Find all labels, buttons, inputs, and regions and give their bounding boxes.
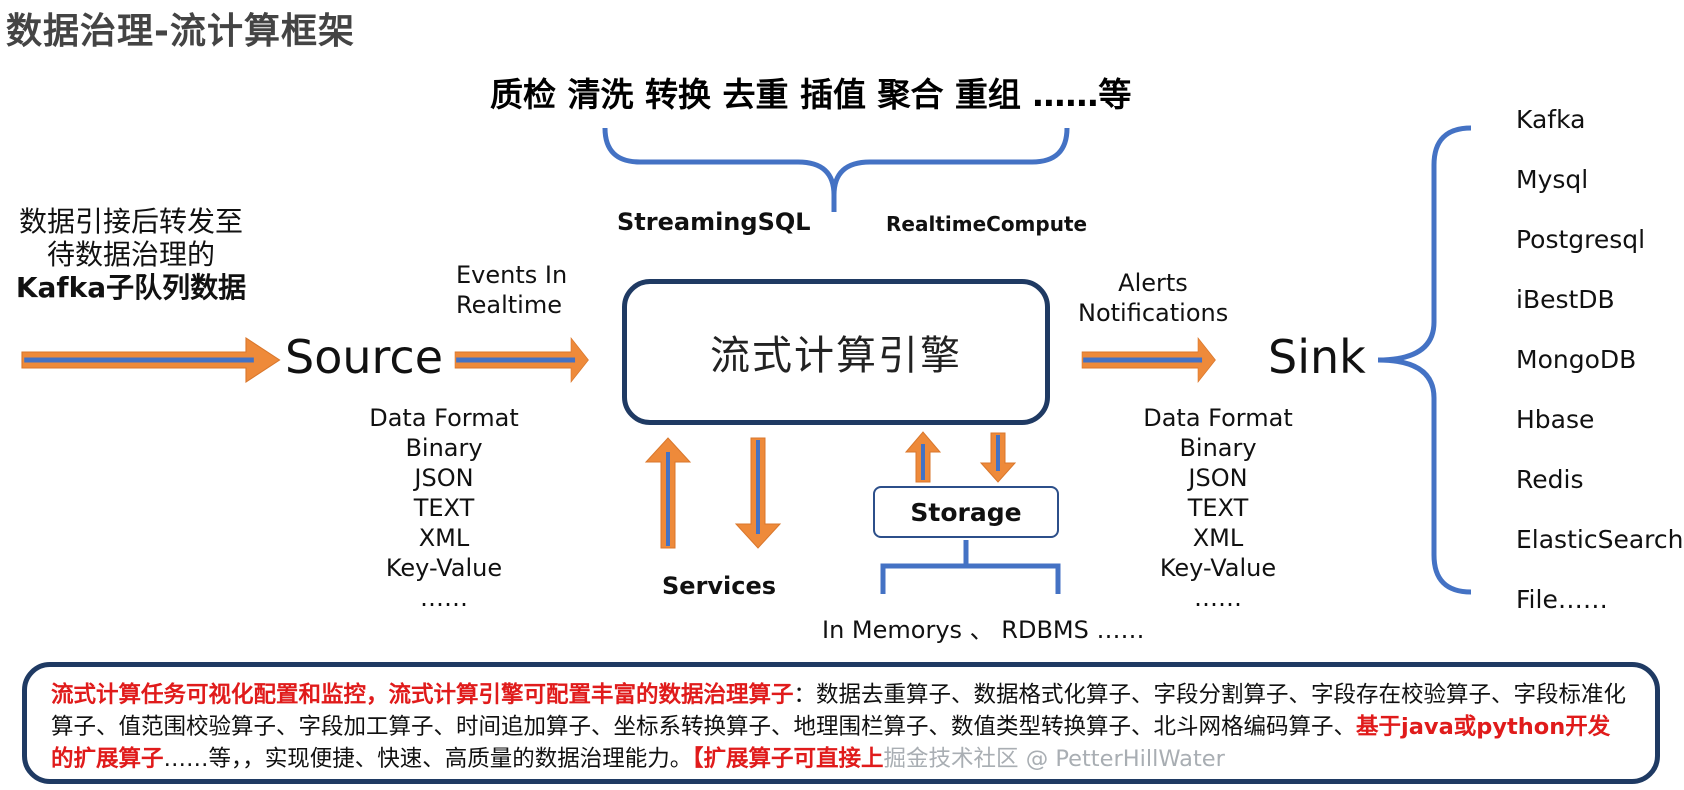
data-format-left-item: Binary	[405, 434, 483, 462]
ingest-arrow	[21, 337, 281, 383]
storage-down-arrow	[979, 432, 1017, 483]
alerts-line-1: Alerts	[1118, 269, 1188, 297]
data-format-right: Data Format Binary JSON TEXT XML Key-Val…	[1108, 403, 1328, 613]
sink-target-item: MongoDB	[1516, 345, 1637, 374]
sink-target-item: ElasticSearch	[1516, 525, 1684, 554]
data-format-left-item: Data Format	[369, 404, 519, 432]
streaming-engine-box: 流式计算引擎	[622, 279, 1050, 425]
data-format-right-item: Binary	[1179, 434, 1257, 462]
data-format-left-item: TEXT	[413, 494, 475, 522]
data-format-right-item: XML	[1192, 524, 1244, 552]
storage-label: Storage	[910, 497, 1022, 527]
source-label: Source	[285, 330, 443, 384]
page-title: 数据治理-流计算框架	[6, 11, 355, 52]
sink-target-item: Redis	[1516, 465, 1584, 494]
ingest-line-2: 待数据治理的	[46, 238, 215, 271]
sinks-bracket	[1377, 125, 1472, 595]
ingest-line-1: 数据引接后转发至	[18, 205, 243, 238]
storage-box: Storage	[873, 486, 1059, 538]
streaming-sql-label: StreamingSQL	[617, 208, 811, 236]
description-highlight-1: 流式计算任务可视化配置和监控，流式计算引擎可配置丰富的数据治理算子	[51, 682, 794, 708]
services-label: Services	[662, 572, 777, 600]
data-format-left-item: ……	[420, 584, 468, 612]
data-format-right-item: Data Format	[1143, 404, 1293, 432]
storage-bracket	[880, 540, 1061, 594]
events-in-label: Events In Realtime	[456, 260, 567, 320]
data-format-left-item: JSON	[414, 464, 474, 492]
alerts-line-2: Notifications	[1078, 299, 1229, 327]
services-up-arrow	[644, 437, 692, 549]
engine-to-sink-arrow	[1081, 337, 1216, 383]
storage-up-arrow	[904, 431, 942, 483]
data-format-left: Data Format Binary JSON TEXT XML Key-Val…	[334, 403, 554, 613]
description-text-2: ……等，，实现便捷、快速、高质量的数据治理能力。	[163, 746, 693, 772]
sink-target-item: Kafka	[1516, 105, 1586, 134]
sink-target-item: iBestDB	[1516, 285, 1615, 314]
data-format-right-item: JSON	[1188, 464, 1248, 492]
data-format-left-item: XML	[418, 524, 470, 552]
sink-target-item: Postgresql	[1516, 225, 1646, 254]
sink-target-item: File……	[1516, 585, 1608, 614]
data-format-right-item: Key-Value	[1159, 554, 1277, 582]
sink-target-item: Hbase	[1516, 405, 1595, 434]
ingest-description: 数据引接后转发至 待数据治理的 Kafka子队列数据	[0, 205, 262, 304]
operations-list: 质检 清洗 转换 去重 插值 聚合 重组 ……等	[490, 75, 1132, 114]
data-format-right-item: ……	[1194, 584, 1242, 612]
description-text-1: ：数据去重算子、数据格式化算子、字段分割算子、字段存在校验算子、字段标准化算子、…	[51, 682, 1627, 740]
alerts-label: Alerts Notifications	[1078, 268, 1228, 328]
data-format-left-item: Key-Value	[385, 554, 503, 582]
watermark: 掘金技术社区 @ PetterHillWater	[883, 746, 1225, 772]
sink-targets-list: Kafka Mysql Postgresql iBestDB MongoDB H…	[1516, 105, 1683, 645]
description-highlight-2: 基于java或python开发的扩展算子	[51, 714, 1611, 772]
description-highlight-3: 【扩展算子可直接上	[692, 746, 884, 772]
ops-bracket	[602, 127, 1070, 212]
sink-target-item: Mysql	[1516, 165, 1589, 194]
events-in-line-1: Events In	[456, 261, 568, 289]
streaming-engine-label: 流式计算引擎	[710, 333, 962, 379]
source-to-engine-arrow	[454, 337, 589, 383]
storage-types: In Memorys 、 RDBMS ……	[822, 616, 1145, 644]
services-down-arrow	[734, 437, 782, 549]
realtime-compute-label: RealtimeCompute	[886, 212, 1088, 236]
ingest-line-3: Kafka子队列数据	[15, 271, 247, 304]
description-box: 流式计算任务可视化配置和监控，流式计算引擎可配置丰富的数据治理算子：数据去重算子…	[22, 662, 1660, 784]
events-in-line-2: Realtime	[456, 291, 562, 319]
data-format-right-item: TEXT	[1187, 494, 1249, 522]
sink-label: Sink	[1268, 330, 1366, 384]
